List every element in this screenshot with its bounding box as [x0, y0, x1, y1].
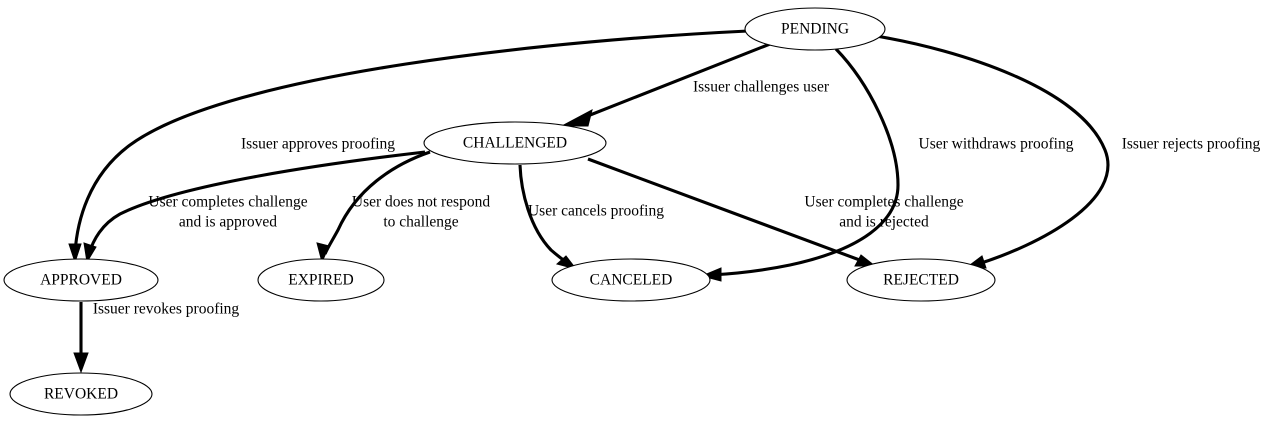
edge-label-challenged-canceled: User cancels proofing [528, 203, 664, 220]
node-canceled[interactable]: CANCELED [551, 258, 711, 302]
edge-approved-revoked[interactable] [73, 302, 89, 374]
edge-label-challenged-approved-line1: User completes challenge [148, 194, 307, 211]
edge-label-challenged-approved: User completes challenge and is approved [148, 194, 307, 231]
node-revoked-ellipse [9, 372, 153, 416]
edge-challenged-expired[interactable] [316, 150, 431, 264]
arrowhead-challenged-expired [316, 242, 330, 264]
arrowhead-pending-approved [68, 243, 82, 264]
edge-path-pending-rejected [875, 34, 1110, 267]
node-pending-label: PENDING [781, 21, 849, 38]
edge-label-challenged-rejected: User completes challenge and is rejected [804, 194, 963, 231]
edge-pending-canceled[interactable] [700, 47, 900, 282]
node-expired[interactable]: EXPIRED [257, 258, 385, 302]
node-pending[interactable]: PENDING [744, 7, 886, 51]
node-pending-ellipse [744, 7, 886, 51]
node-approved[interactable]: APPROVED [3, 258, 159, 302]
edge-label-pending-approved: Issuer approves proofing [241, 136, 395, 153]
edge-label-challenged-rejected-line1: User completes challenge [804, 194, 963, 211]
node-challenged-ellipse [423, 121, 607, 165]
edge-label-pending-challenged: Issuer challenges user [693, 79, 830, 96]
edge-path-pending-canceled [710, 47, 900, 277]
edge-label-pending-canceled: User withdraws proofing [919, 136, 1074, 153]
node-expired-label: EXPIRED [288, 272, 353, 289]
node-revoked[interactable]: REVOKED [9, 372, 153, 416]
edge-label-approved-revoked: Issuer revokes proofing [93, 301, 240, 318]
node-challenged-label: CHALLENGED [463, 135, 567, 152]
edge-path-challenged-approved [87, 150, 426, 255]
node-challenged[interactable]: CHALLENGED [423, 121, 607, 165]
edge-path-pending-challenged [579, 42, 771, 121]
edge-label-pending-rejected: Issuer rejects proofing [1122, 136, 1261, 153]
edge-pending-challenged[interactable] [561, 42, 771, 127]
edge-label-challenged-expired: User does not respond to challenge [352, 194, 490, 231]
edge-path-challenged-rejected [587, 157, 866, 264]
node-revoked-label: REVOKED [44, 386, 118, 403]
node-rejected[interactable]: REJECTED [846, 258, 996, 302]
node-rejected-label: REJECTED [883, 272, 959, 289]
edge-label-challenged-expired-line1: User does not respond [352, 194, 490, 211]
arrowhead-challenged-approved [83, 242, 97, 264]
edge-path-pending-approved [73, 29, 749, 254]
node-canceled-label: CANCELED [590, 272, 673, 289]
edge-challenged-approved[interactable] [83, 150, 426, 264]
edge-label-challenged-rejected-line2: and is rejected [839, 214, 929, 231]
node-approved-label: APPROVED [40, 272, 122, 289]
arrowhead-pending-canceled [700, 267, 722, 282]
edge-label-challenged-approved-line2: and is approved [179, 214, 277, 231]
node-approved-ellipse [3, 258, 159, 302]
edge-label-challenged-expired-line2: to challenge [383, 214, 458, 231]
node-rejected-ellipse [846, 258, 996, 302]
edge-pending-approved[interactable] [68, 29, 749, 264]
node-expired-ellipse [257, 258, 385, 302]
node-canceled-ellipse [551, 258, 711, 302]
arrowhead-approved-revoked [73, 352, 89, 374]
arrowhead-pending-challenged [561, 109, 593, 127]
